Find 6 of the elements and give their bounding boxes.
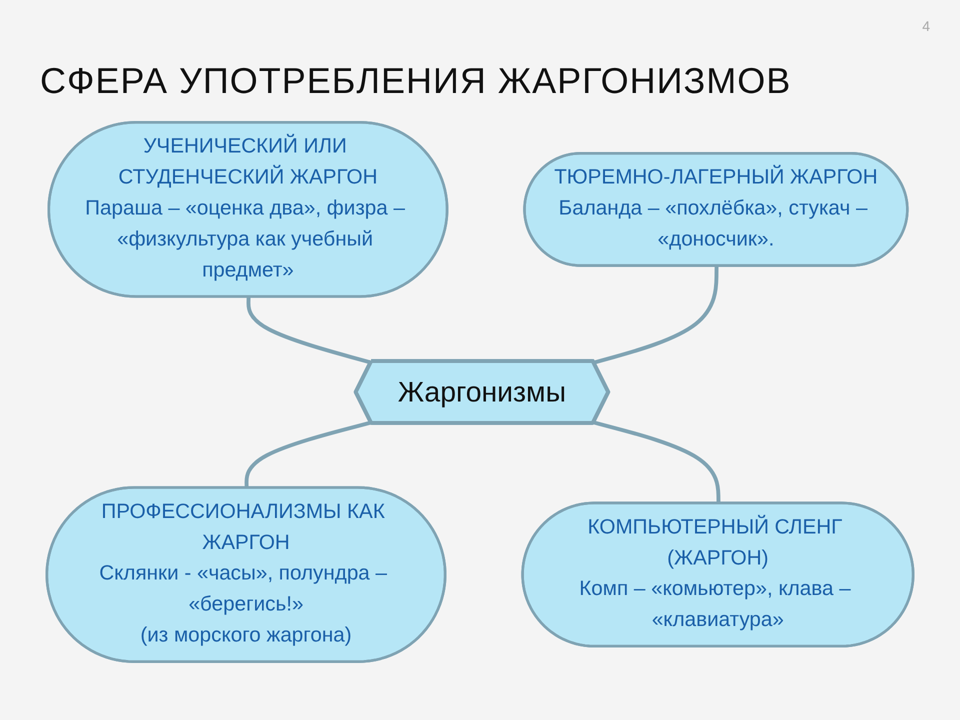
connector [244,420,372,488]
page-number: 4 [922,18,930,34]
connector [593,420,720,504]
slide-title: СФЕРА УПОТРЕБЛЕНИЯ ЖАРГОНИЗМОВ [40,60,792,102]
connector [593,266,718,364]
connector [246,297,372,364]
